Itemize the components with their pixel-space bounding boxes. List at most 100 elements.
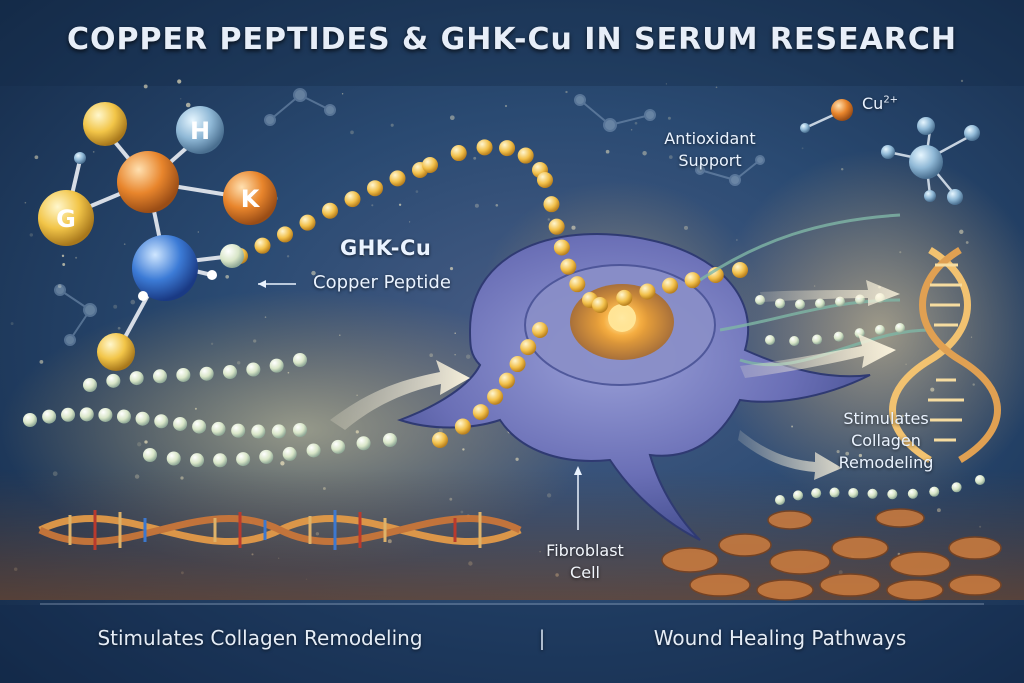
peptide-bead	[543, 196, 560, 213]
peptide-bead	[569, 276, 586, 293]
sparkle	[454, 354, 456, 356]
pearl-bead	[231, 423, 246, 438]
pearl-bead	[116, 409, 131, 424]
cu-ion-atom	[831, 99, 853, 121]
pearl-bead	[153, 369, 167, 384]
sparkle	[197, 231, 199, 233]
sparkle	[194, 407, 197, 410]
sparkle	[34, 155, 39, 160]
sparkle	[113, 304, 118, 309]
sparkle	[350, 130, 354, 135]
pearl-bead	[166, 451, 181, 466]
sparkle	[280, 461, 285, 466]
sparkle	[341, 93, 344, 95]
sparkle	[253, 339, 257, 343]
peptide-chain-main	[232, 139, 748, 448]
sparkle	[972, 383, 975, 386]
pearl-bead	[331, 439, 346, 454]
sparkle	[75, 256, 78, 259]
sparkle	[515, 457, 519, 461]
peptide-bead	[344, 191, 361, 208]
pearl-bead	[98, 407, 113, 422]
sparkle	[959, 229, 964, 234]
collagen-remodeling-label: Stimulates Collagen Remodeling	[838, 409, 934, 472]
sparkle	[409, 221, 411, 223]
sparkle	[668, 155, 673, 159]
fibroblast-cell	[397, 233, 871, 541]
sparkle	[123, 243, 126, 245]
sparkle	[185, 102, 191, 108]
sparkle	[630, 128, 633, 131]
peptide-bead	[592, 297, 608, 313]
pearl-bead	[192, 419, 207, 434]
sparkle	[449, 267, 454, 271]
sparkle	[398, 203, 402, 206]
peptide-bead	[487, 388, 504, 405]
sparkle	[362, 254, 365, 256]
peptide-bead	[684, 272, 701, 289]
peptide-bead	[322, 202, 338, 219]
sparkle	[454, 332, 456, 334]
sparkle	[371, 204, 374, 207]
sparkle	[225, 274, 230, 279]
pearl-bead	[383, 433, 397, 447]
pearl-bead	[42, 409, 57, 424]
sparkle	[117, 326, 121, 330]
pearl-bead	[135, 411, 150, 426]
cu-symbol: Cu	[862, 94, 884, 113]
dna-bottom	[38, 510, 522, 550]
pearl-bead	[811, 488, 822, 499]
ghk-cu-label: GHK-Cu	[340, 236, 432, 260]
peptide-bead	[616, 289, 633, 306]
pearl-bead	[907, 488, 918, 499]
cu-charge: 2+	[883, 94, 899, 106]
atom-g	[38, 190, 94, 246]
peptide-bead	[367, 180, 383, 197]
peptide-chain-lower	[23, 353, 397, 468]
peptide-bead	[553, 239, 570, 256]
sparkle	[845, 451, 850, 456]
sparkle	[143, 84, 148, 89]
atom-yellow-top	[83, 102, 127, 146]
pearl-bead	[848, 487, 859, 498]
pearl-bead	[874, 324, 885, 335]
pearl-bead	[854, 328, 865, 339]
peptide-bead	[277, 226, 293, 243]
sparkle	[813, 285, 816, 287]
pearl-bead	[269, 358, 284, 373]
sparkle	[10, 322, 14, 326]
flow-arrows	[258, 280, 900, 530]
sparkle	[137, 442, 142, 447]
pearl-bead	[236, 452, 251, 467]
pearl-bead	[887, 489, 898, 500]
sparkle	[462, 448, 465, 451]
pearl-bead	[259, 449, 274, 464]
sparkle	[61, 254, 65, 258]
peptide-bead	[432, 432, 448, 448]
peptide-bead	[498, 372, 515, 389]
sparkle	[144, 440, 148, 444]
pearl-bead	[143, 448, 157, 462]
peptide-bead	[450, 145, 467, 162]
atom-k	[223, 171, 277, 225]
pearl-bead	[129, 371, 144, 386]
sparkle	[665, 83, 668, 85]
cu-ion-label: Cu2+	[862, 94, 898, 113]
sparkle	[840, 167, 844, 171]
sparkle	[547, 218, 551, 221]
pearl-bead	[246, 362, 261, 377]
pearl-bead	[356, 436, 371, 451]
copper-atom	[117, 151, 179, 213]
dna-right	[889, 247, 1001, 464]
pearl-bead	[775, 495, 785, 505]
sparkle	[801, 147, 804, 150]
peptide-bead	[254, 237, 271, 254]
sparkle	[465, 354, 471, 359]
pearl-bead	[271, 424, 286, 439]
sparkle	[899, 251, 902, 254]
pearl-bead	[975, 475, 985, 485]
sparkle	[438, 428, 443, 433]
sparkle	[683, 225, 689, 230]
pearl-bead	[251, 424, 266, 439]
sparkle	[39, 360, 44, 364]
